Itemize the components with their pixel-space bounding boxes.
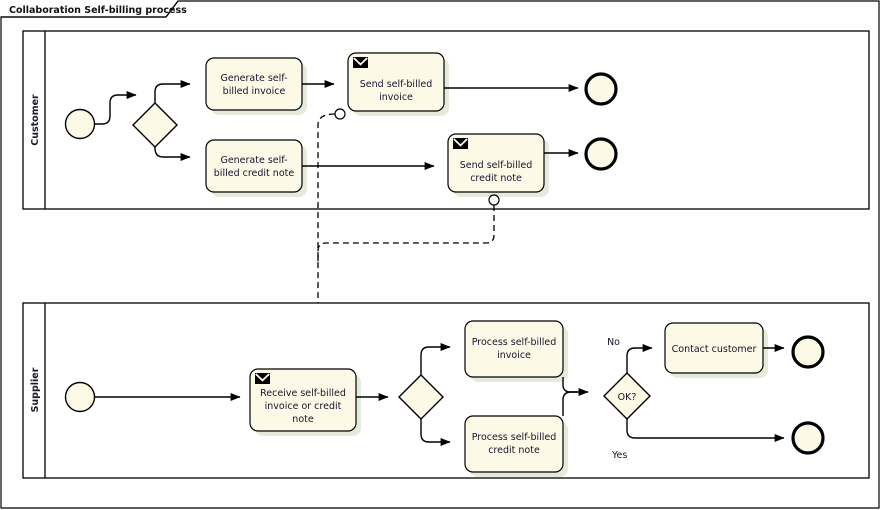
task-process-invoice[interactable]: Process self-billed invoice [464, 320, 568, 382]
task-contact-customer-line1: Contact customer [672, 344, 757, 355]
flow-ok-no-to-contact-customer [626, 344, 653, 373]
supplier-start-event[interactable] [64, 381, 96, 413]
envelope-icon [453, 138, 468, 149]
customer-end-event-invoice[interactable] [584, 72, 618, 106]
flow-split-to-process-credit-note [420, 419, 451, 446]
flow-gateway-to-generate-invoice [154, 80, 191, 103]
task-generate-credit-note-line1: Generate self- [220, 155, 287, 166]
task-receive-line1: Receive self-billed [260, 388, 346, 399]
envelope-icon [255, 373, 270, 384]
task-generate-credit-note-line2: billed credit note [214, 168, 295, 179]
flow-gateway-to-generate-credit-note [154, 147, 191, 161]
task-process-invoice-line1: Process self-billed [472, 337, 557, 348]
ok-gateway-label: OK? [618, 392, 637, 403]
flow-label-yes: Yes [611, 450, 627, 461]
task-send-credit-note-line1: Send self-billed [460, 160, 532, 171]
supplier-end-event-contact[interactable] [791, 335, 825, 369]
pool-label-customer: Customer [30, 94, 41, 146]
task-generate-credit-note[interactable]: Generate self- billed credit note [205, 139, 307, 197]
message-flow-credit-note [317, 194, 500, 262]
task-generate-invoice-line1: Generate self- [220, 73, 287, 84]
task-send-credit-note[interactable]: Send self-billed credit note [447, 133, 549, 197]
task-contact-customer[interactable]: Contact customer [664, 322, 768, 378]
pool-label-supplier: Supplier [30, 367, 41, 412]
task-receive[interactable]: Receive self-billed invoice or credit no… [249, 368, 361, 436]
supplier-end-event-ok[interactable] [791, 421, 825, 455]
frame-title: Collaboration Self-billing process [9, 5, 187, 16]
task-receive-line3: note [292, 414, 314, 425]
task-send-invoice[interactable]: Send self-billed invoice [347, 52, 449, 116]
flow-label-no: No [607, 337, 620, 348]
task-send-credit-note-line2: credit note [470, 173, 522, 184]
task-process-credit-note-line2: credit note [488, 445, 540, 456]
flow-split-to-process-invoice [420, 343, 451, 375]
task-receive-line2: invoice or credit [265, 401, 342, 412]
task-process-credit-note-line1: Process self-billed [472, 432, 557, 443]
task-send-invoice-line2: invoice [379, 92, 413, 103]
flow-ok-yes-to-end [626, 419, 785, 442]
task-process-invoice-line2: invoice [497, 350, 531, 361]
task-send-invoice-line1: Send self-billed [360, 79, 432, 90]
task-generate-invoice[interactable]: Generate self- billed invoice [205, 57, 307, 115]
envelope-icon [353, 57, 368, 68]
flow-process-credit-note-to-ok [562, 391, 578, 416]
task-generate-invoice-line2: billed invoice [223, 86, 286, 97]
customer-end-event-credit-note[interactable] [584, 137, 618, 171]
message-flow-invoice [311, 108, 346, 362]
task-process-credit-note[interactable]: Process self-billed credit note [464, 415, 568, 477]
customer-start-event[interactable] [64, 108, 96, 140]
flow-customer-start-to-gateway [94, 91, 137, 125]
